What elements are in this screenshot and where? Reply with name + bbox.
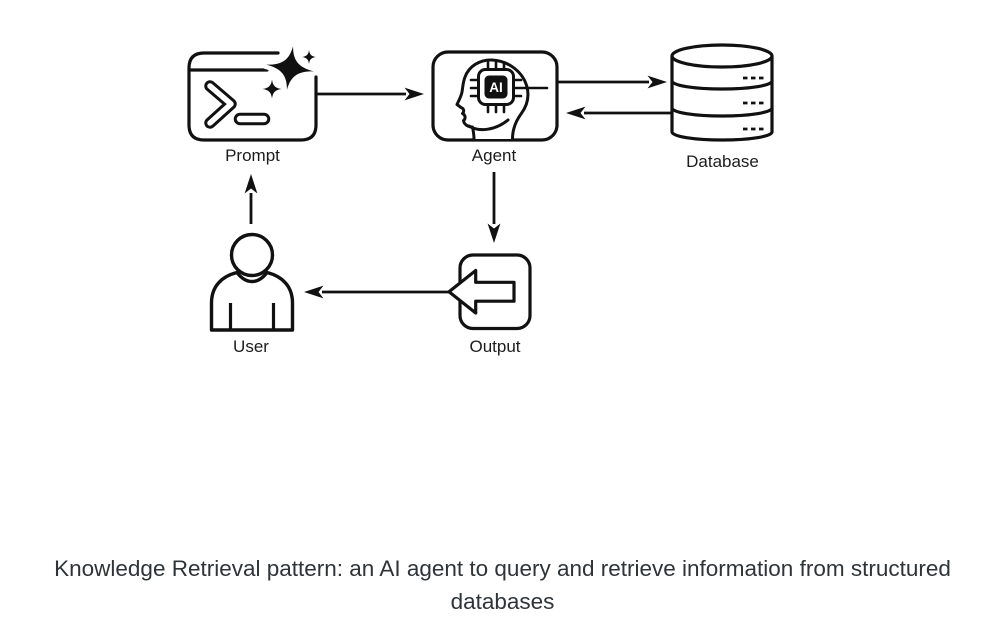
person-body-icon bbox=[209, 270, 295, 332]
arrow-user-to-prompt bbox=[244, 174, 258, 224]
database-cylinder-icon bbox=[672, 45, 772, 140]
sparkle-icon bbox=[260, 41, 319, 101]
agent-node: AI Agent bbox=[431, 50, 559, 165]
user-label: User bbox=[233, 337, 269, 356]
arrow-agent-to-output bbox=[487, 172, 501, 243]
person-head-icon bbox=[229, 232, 275, 278]
ai-chip-label: AI bbox=[489, 80, 503, 95]
edges bbox=[244, 75, 672, 299]
database-dashes bbox=[743, 76, 764, 131]
prompt-label: Prompt bbox=[225, 146, 280, 165]
output-node: Output bbox=[447, 253, 532, 356]
jaw-line bbox=[467, 118, 510, 132]
database-node: Database bbox=[670, 43, 774, 171]
agent-label: Agent bbox=[472, 146, 517, 165]
arrow-prompt-to-agent bbox=[316, 87, 424, 101]
database-label: Database bbox=[686, 152, 759, 171]
arrow-agent-to-database bbox=[557, 75, 667, 89]
output-label: Output bbox=[469, 337, 520, 356]
prompt-node: Prompt bbox=[187, 41, 319, 165]
caption: Knowledge Retrieval pattern: an AI agent… bbox=[54, 556, 951, 614]
arrow-output-to-user bbox=[304, 285, 449, 299]
user-node: User bbox=[209, 232, 295, 356]
arrow-database-to-agent bbox=[566, 106, 672, 120]
arrow-left-glyph-icon bbox=[447, 268, 516, 315]
ai-chip-icon: AI bbox=[477, 68, 515, 106]
